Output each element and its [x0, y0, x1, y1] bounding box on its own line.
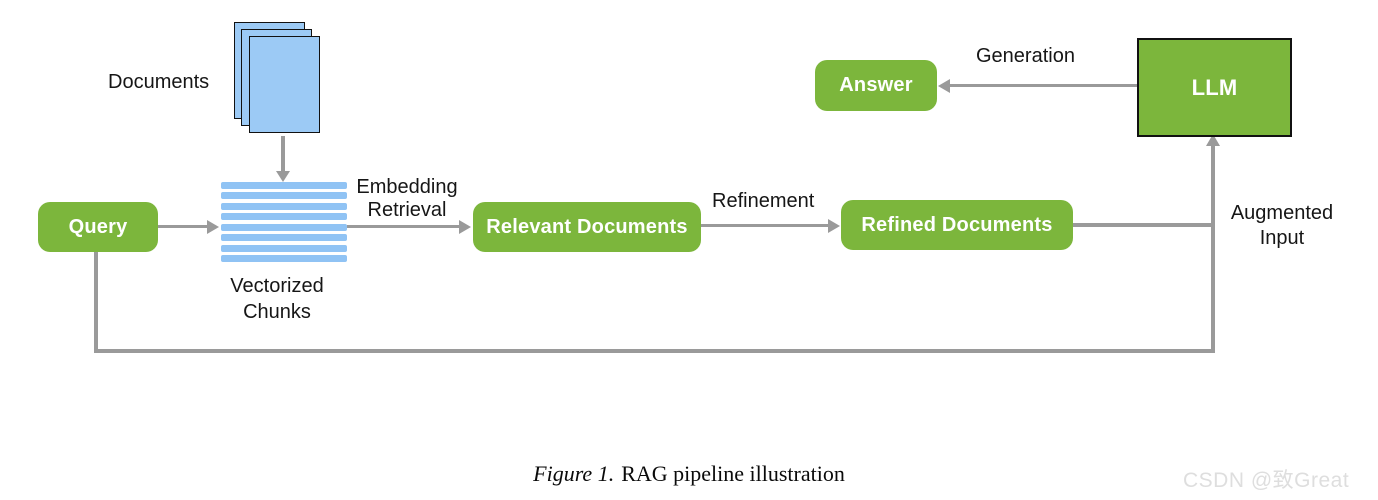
figure-caption-label: Figure 1. [533, 461, 615, 486]
query-to-chunks-line [158, 225, 207, 228]
figure-caption: Figure 1.RAG pipeline illustration [0, 461, 1378, 487]
augmented-input-label: Augmented Input [1219, 201, 1345, 251]
chunk-stripe [221, 182, 347, 189]
relevant-documents-node: Relevant Documents [473, 202, 701, 252]
query-to-chunks-arrowhead-icon [207, 220, 219, 234]
chunk-stripe [221, 223, 347, 231]
document-page-front [249, 36, 320, 133]
chunk-stripe [221, 254, 347, 262]
embedding-retrieval-label: Embedding Retrieval [345, 176, 469, 222]
refined-documents-node: Refined Documents [841, 200, 1073, 250]
chunk-stripe [221, 192, 347, 200]
junction-to-llm-line [1211, 146, 1215, 352]
chunks-to-relevant-line [347, 225, 459, 228]
llm-node: LLM [1137, 38, 1292, 137]
llm-to-answer-arrowhead-icon [938, 79, 950, 93]
bottom-feedback-line [94, 349, 1215, 353]
chunk-stripe [221, 213, 347, 221]
vectorized-chunks-label-line1: Vectorized [230, 275, 324, 297]
query-down-line [94, 252, 98, 352]
chunk-stripe [221, 202, 347, 210]
watermark: CSDN @致Great [1183, 469, 1350, 492]
query-node: Query [38, 202, 158, 252]
figure-caption-title: RAG pipeline illustration [621, 461, 845, 486]
vectorized-chunks-label-line2: Chunks [243, 301, 311, 323]
llm-to-answer-line [950, 84, 1137, 87]
answer-node: Answer [815, 60, 937, 111]
docs-to-chunks-arrowhead-icon [276, 171, 290, 182]
refinement-label: Refinement [712, 190, 815, 212]
docs-to-chunks-line [281, 136, 285, 172]
vectorized-chunks-icon [221, 182, 347, 262]
generation-label: Generation [976, 45, 1075, 67]
relevant-to-refined-arrowhead-icon [828, 219, 840, 233]
chunks-to-relevant-arrowhead-icon [459, 220, 471, 234]
chunk-stripe [221, 244, 347, 252]
chunk-stripe [221, 234, 347, 242]
refined-to-junction-line [1073, 223, 1215, 227]
augmented-input-label-line2: Input [1259, 227, 1305, 249]
documents-label: Documents [108, 71, 210, 93]
vectorized-chunks-label: Vectorized Chunks [202, 273, 352, 325]
relevant-to-refined-line [701, 224, 828, 227]
augmented-input-label-line1: Augmented [1230, 202, 1334, 224]
embedding-label-line1: Embedding [356, 176, 458, 198]
junction-to-llm-arrowhead-icon [1206, 134, 1220, 146]
embedding-label-line2: Retrieval [367, 199, 447, 221]
